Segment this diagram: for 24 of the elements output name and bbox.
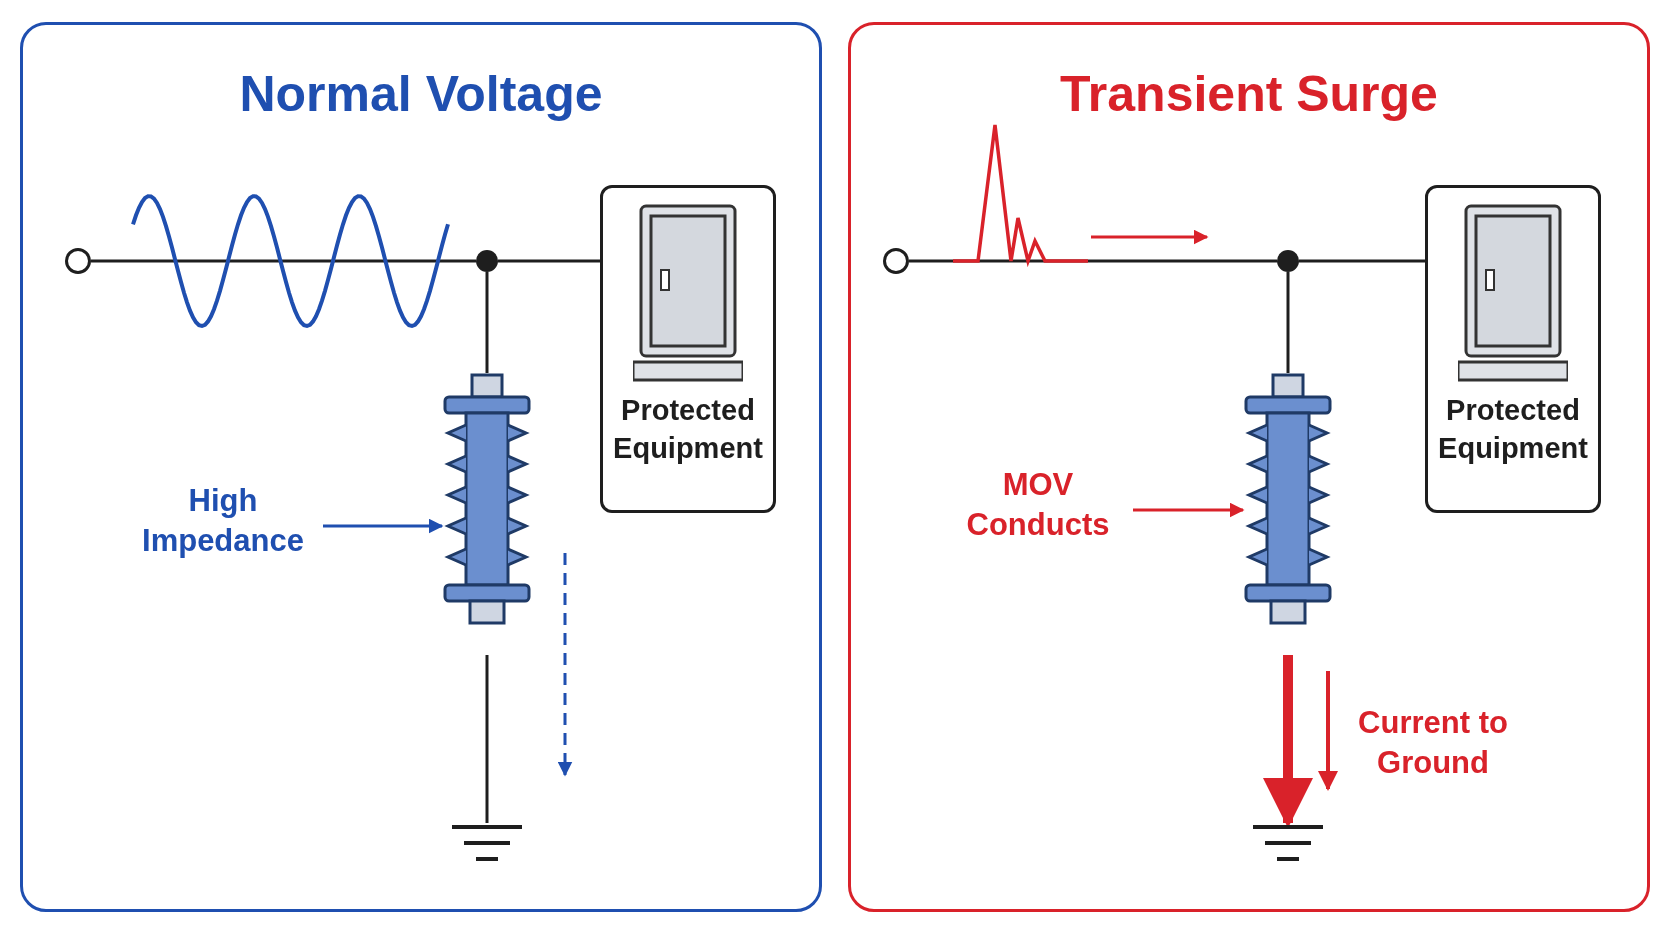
arrow (1263, 655, 1313, 828)
arrow (1133, 502, 1245, 518)
terminal-circle (65, 248, 91, 274)
wire (485, 655, 489, 823)
wire (1299, 259, 1425, 263)
wire (485, 272, 489, 373)
wire (498, 259, 600, 263)
panel-frame (848, 22, 1650, 912)
junction-dot (476, 250, 498, 272)
wire (91, 259, 476, 263)
equipment-box (1425, 185, 1601, 513)
panel-heading: Transient Surge (1059, 65, 1439, 123)
callout-text: High Impedance (123, 481, 323, 571)
equipment-label: Protected Equipment (1437, 393, 1589, 466)
terminal-circle (883, 248, 909, 274)
annotation-text: Current to Ground (1358, 704, 1508, 783)
callout-text: MOV Conducts (943, 465, 1133, 555)
panel-heading: Normal Voltage (238, 65, 604, 123)
equipment-label: Protected Equipment (612, 393, 764, 466)
arrow (323, 518, 444, 534)
wire (1286, 272, 1290, 373)
equipment-box (600, 185, 776, 513)
junction-dot (1277, 250, 1299, 272)
panel-frame (20, 22, 822, 912)
